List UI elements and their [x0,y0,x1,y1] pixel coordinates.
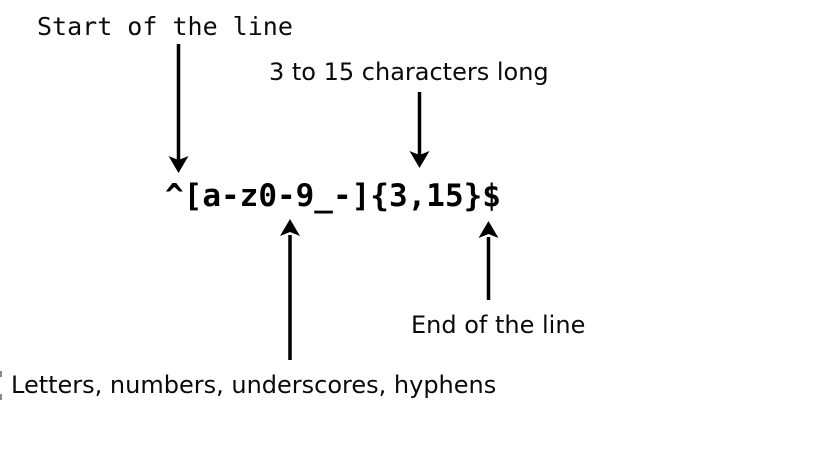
label-start-of-line: Start of the line [37,12,293,41]
arrow-length [409,92,430,168]
regex-pattern: ^[a-z0-9_-]{3,15}$ [165,178,501,214]
clipped-glyph-left-edge-bottom [0,394,2,400]
label-length: 3 to 15 characters long [269,58,549,86]
arrow-end-of-line [478,221,499,300]
label-character-class: Letters, numbers, underscores, hyphens [11,371,497,399]
clipped-glyph-left-edge-top [0,371,2,377]
arrow-character-class [280,219,300,360]
label-end-of-line: End of the line [411,311,586,339]
arrow-start-of-line [168,44,189,173]
